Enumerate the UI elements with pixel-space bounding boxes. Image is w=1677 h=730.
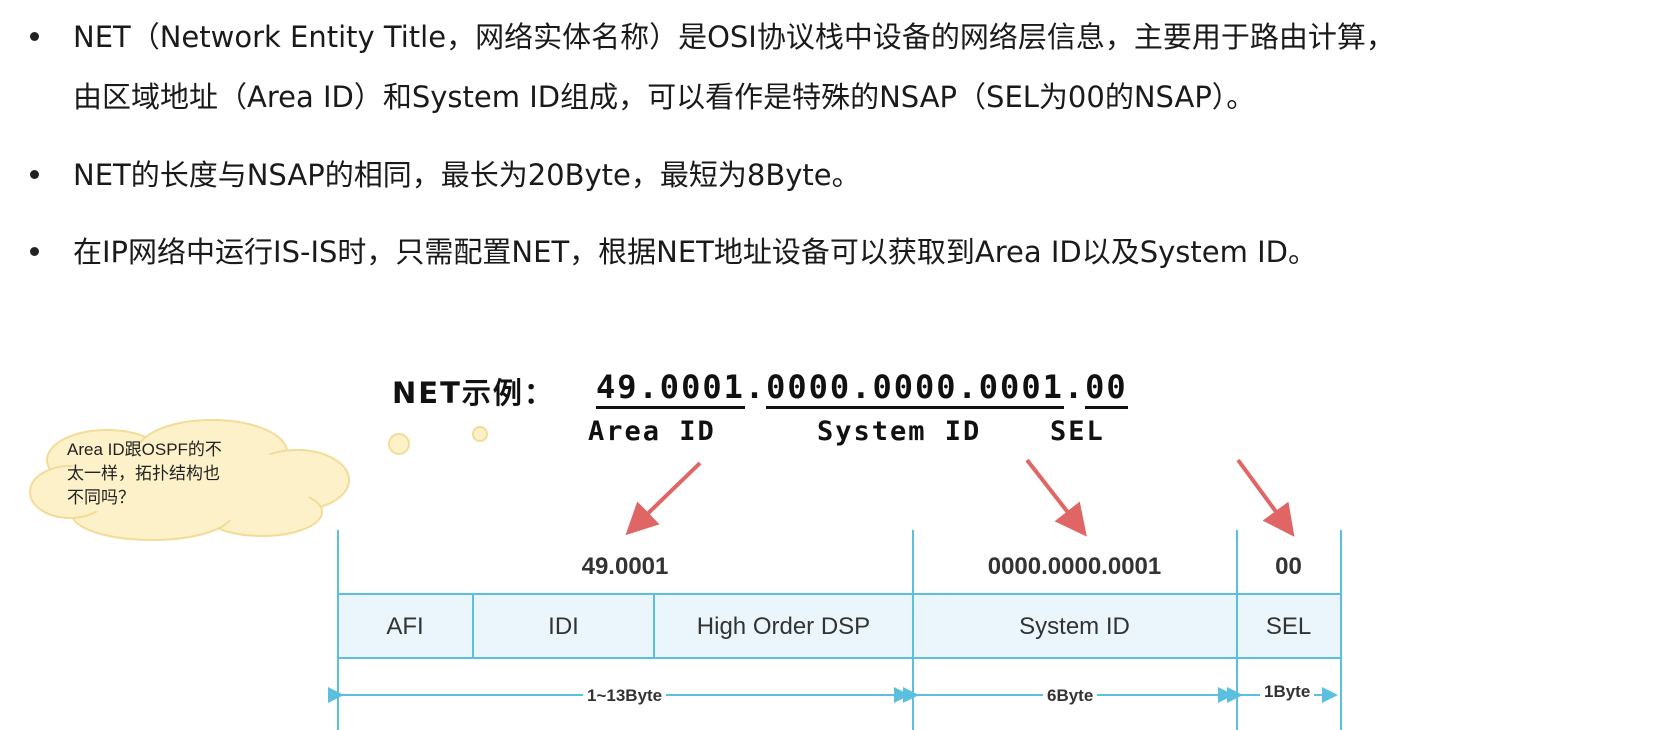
net-system-part: 0000.0000.0001 xyxy=(766,368,1064,409)
bubble-line: Area ID跟OSPF的不 xyxy=(67,440,222,459)
length-system: 6Byte xyxy=(1043,686,1098,706)
length-area: 1~13Byte xyxy=(583,686,667,706)
bullet-text: 在IP网络中运行IS-IS时，只需配置NET，根据NET地址设备可以获取到Are… xyxy=(73,235,1317,269)
thought-bubble xyxy=(29,419,488,541)
bullet-dot xyxy=(30,247,39,256)
net-dot: . xyxy=(744,368,767,406)
arrow-area xyxy=(625,461,702,536)
table-divider xyxy=(912,530,914,730)
table-divider xyxy=(1340,530,1342,730)
table-fill-system xyxy=(913,594,1236,658)
bullet-text: NET的长度与NSAP的相同，最长为20Byte，最短为8Byte。 xyxy=(73,158,861,192)
table-divider xyxy=(1236,530,1238,730)
table-fill-sel xyxy=(1237,594,1340,658)
table-divider xyxy=(472,594,474,658)
table-border xyxy=(337,593,1342,595)
bubble-line: 不同吗？ xyxy=(67,488,135,507)
table-divider xyxy=(337,530,339,730)
net-dot: . xyxy=(1063,368,1086,406)
value-system-id: 0000.0000.0001 xyxy=(987,553,1162,580)
length-sel: 1Byte xyxy=(1260,682,1315,702)
arrow-sel xyxy=(1236,458,1295,537)
field-afi: AFI xyxy=(386,613,424,640)
bullet-dot xyxy=(30,32,39,41)
net-example-value: 49.0001.0000.0000.0001.00 xyxy=(596,368,1128,409)
field-idi: IDI xyxy=(548,613,579,640)
net-area-part: 49.0001 xyxy=(596,368,745,409)
field-sel: SEL xyxy=(1265,613,1312,640)
field-high-order-dsp: High Order DSP xyxy=(696,613,871,640)
table-fill-area xyxy=(338,594,912,658)
bullet-dot xyxy=(30,170,39,179)
area-id-label: Area ID xyxy=(588,416,716,447)
net-example-label: NET示例： xyxy=(392,376,555,410)
net-sel-part: 00 xyxy=(1085,368,1128,409)
bullet-text: 由区域地址（Area ID）和System ID组成，可以看作是特殊的NSAP（… xyxy=(73,80,1256,114)
field-system-id: System ID xyxy=(1019,613,1130,640)
value-sel: 00 xyxy=(1275,553,1302,580)
table-divider xyxy=(653,594,655,658)
system-id-label: System ID xyxy=(817,416,982,447)
arrow-system xyxy=(1025,458,1087,537)
value-area-id: 49.0001 xyxy=(581,553,669,580)
bubble-line: 太一样，拓扑结构也 xyxy=(67,464,220,483)
bullet-text: NET（Network Entity Title，网络实体名称）是OSI协议栈中… xyxy=(73,20,1395,54)
sel-label: SEL xyxy=(1050,416,1105,447)
table-border xyxy=(337,657,1342,659)
